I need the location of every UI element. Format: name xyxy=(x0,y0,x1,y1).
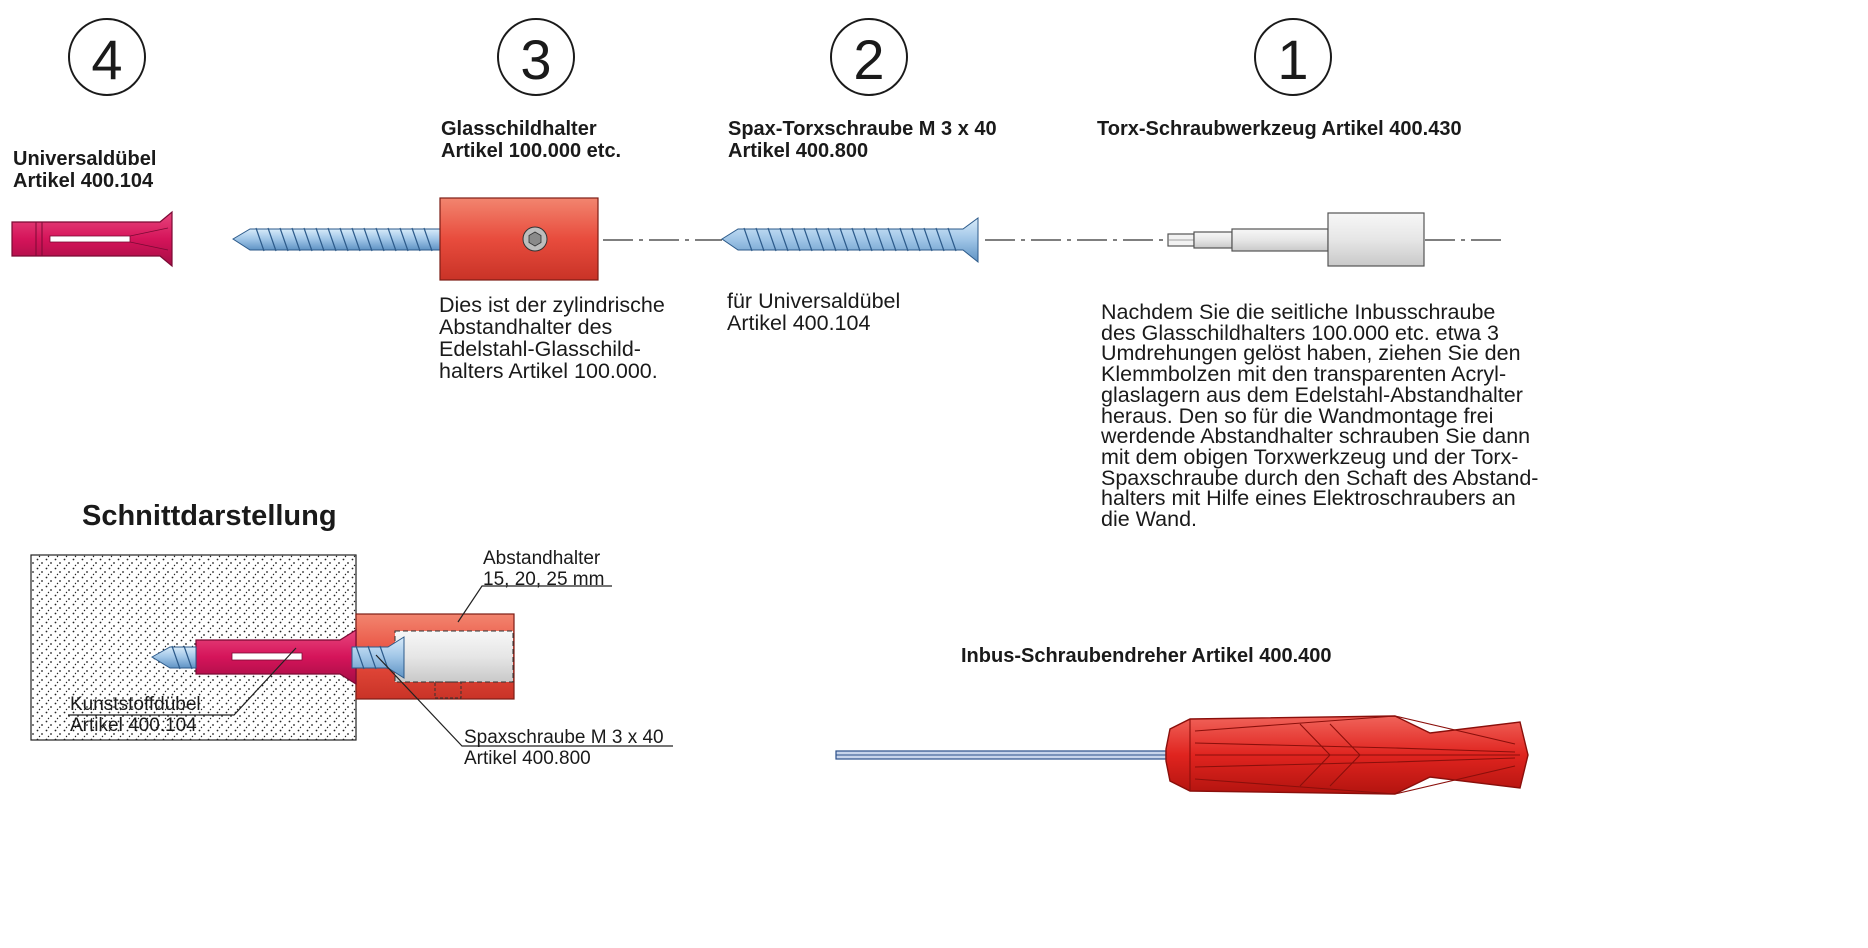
step-number-2: 2 xyxy=(830,18,908,96)
section-dowel-label: Kunststoffdübel Artikel 400.104 xyxy=(70,694,201,736)
torx-tool-drawing xyxy=(1167,212,1425,267)
holder-spacer-drawing xyxy=(439,197,599,281)
leader-lines xyxy=(68,585,673,747)
holder-description: Dies ist der zylindrische Abstandhalter … xyxy=(439,293,665,383)
step-number-3: 3 xyxy=(497,18,575,96)
section-spacer xyxy=(355,613,515,700)
spacer-label: Abstandhalter 15, 20, 25 mm xyxy=(483,548,605,590)
screw-description: für Universaldübel Artikel 400.104 xyxy=(727,289,901,335)
instructions-text: Nachdem Sie die seitliche Inbusschraube … xyxy=(1101,300,1539,532)
section-screw-label: Spaxschraube M 3 x 40 Artikel 400.800 xyxy=(464,727,664,769)
torx-screw-drawing xyxy=(721,217,979,264)
screwdriver-drawing xyxy=(835,715,1529,795)
screwdriver-title: Inbus-Schraubendreher Artikel 400.400 xyxy=(961,645,1332,667)
section-dowel xyxy=(195,628,357,686)
holder-title: Glasschildhalter Artikel 100.000 etc. xyxy=(441,118,622,162)
dowel-drawing xyxy=(11,210,173,268)
step-number-4: 4 xyxy=(68,18,146,96)
torx-tool-title: Torx-Schraubwerkzeug Artikel 400.430 xyxy=(1097,118,1462,140)
dowel-title: Universaldübel Artikel 400.104 xyxy=(13,148,157,192)
screw-title: Spax-Torxschraube M 3 x 40 Artikel 400.8… xyxy=(728,118,997,162)
section-title: Schnittdarstellung xyxy=(82,500,337,532)
holder-screw-drawing xyxy=(232,227,441,252)
step-number-1: 1 xyxy=(1254,18,1332,96)
